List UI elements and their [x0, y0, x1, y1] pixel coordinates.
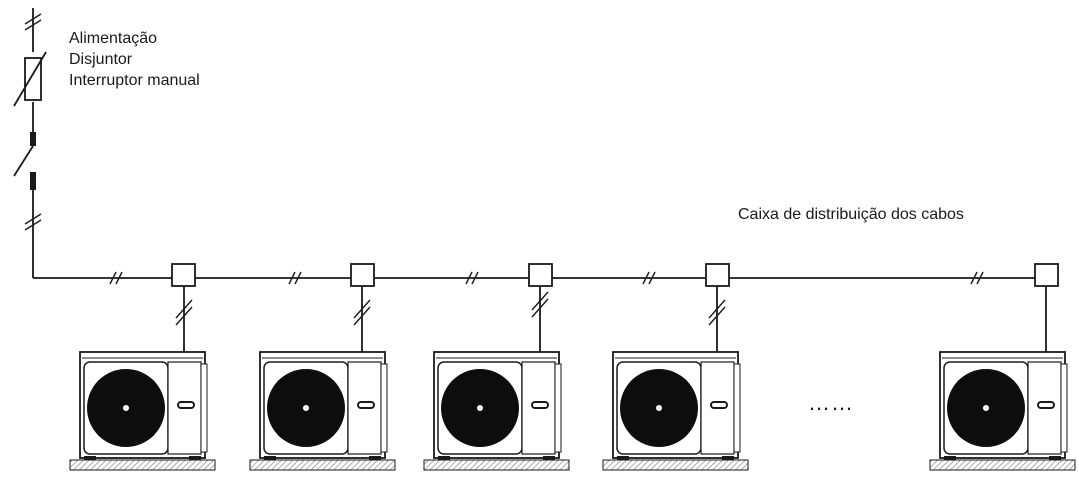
fan-hub: [477, 405, 483, 411]
bus-cable-mark-3: [465, 271, 479, 285]
fan-hub: [123, 405, 129, 411]
drop-wire-1: [175, 286, 193, 354]
mounting-pad: [929, 459, 1076, 471]
handle-icon: [177, 401, 195, 409]
bus-cable-mark-2: [288, 271, 302, 285]
breaker-icon: [13, 51, 47, 107]
drop-wire-4: [708, 286, 726, 354]
drop-wire-3: [531, 286, 549, 354]
power-supply-label: Alimentação: [69, 30, 157, 47]
supply-cable-mark-top: [24, 13, 42, 31]
distribution-box-3: [528, 263, 553, 287]
fan-hub: [303, 405, 309, 411]
outdoor-unit: [249, 351, 396, 471]
distribution-box-label: Caixa de distribuição dos cabos: [738, 206, 964, 223]
outdoor-unit: [929, 351, 1076, 471]
unit-foot: [543, 456, 555, 460]
bus-cable-mark-1: [109, 271, 123, 285]
side-panel-edge: [1060, 363, 1068, 453]
outdoor-unit: [602, 351, 749, 471]
service-panel: [1027, 361, 1062, 455]
distribution-box-1: [171, 263, 196, 287]
unit-foot: [438, 456, 450, 460]
breaker-label: Disjuntor: [69, 51, 133, 68]
manual-switch-label: Interruptor manual: [69, 72, 200, 89]
side-panel-edge: [380, 363, 388, 453]
side-panel-edge: [554, 363, 562, 453]
outdoor-unit: [69, 351, 216, 471]
more-units-ellipsis: ……: [808, 390, 854, 415]
unit-foot: [1049, 456, 1061, 460]
side-panel-edge: [733, 363, 741, 453]
handle-icon: [1037, 401, 1055, 409]
distribution-box-2: [350, 263, 375, 287]
distribution-box-5: [1034, 263, 1059, 287]
side-panel-edge: [200, 363, 208, 453]
unit-foot: [369, 456, 381, 460]
unit-foot: [944, 456, 956, 460]
bus-cable-mark-4: [642, 271, 656, 285]
manual-switch-icon: [13, 132, 36, 190]
handle-icon: [357, 401, 375, 409]
mounting-pad: [249, 459, 396, 471]
fan-hub: [656, 405, 662, 411]
bus-cable-mark-5: [970, 271, 984, 285]
drop-wire-2: [353, 286, 371, 354]
outdoor-unit: [423, 351, 570, 471]
mounting-pad: [602, 459, 749, 471]
unit-foot: [722, 456, 734, 460]
distribution-box-4: [705, 263, 730, 287]
fan-hub: [983, 405, 989, 411]
mounting-pad: [423, 459, 570, 471]
supply-cable-mark-bottom: [24, 213, 42, 231]
mounting-pad: [69, 459, 216, 471]
unit-foot: [84, 456, 96, 460]
handle-icon: [531, 401, 549, 409]
unit-foot: [189, 456, 201, 460]
handle-icon: [710, 401, 728, 409]
unit-foot: [617, 456, 629, 460]
unit-foot: [264, 456, 276, 460]
